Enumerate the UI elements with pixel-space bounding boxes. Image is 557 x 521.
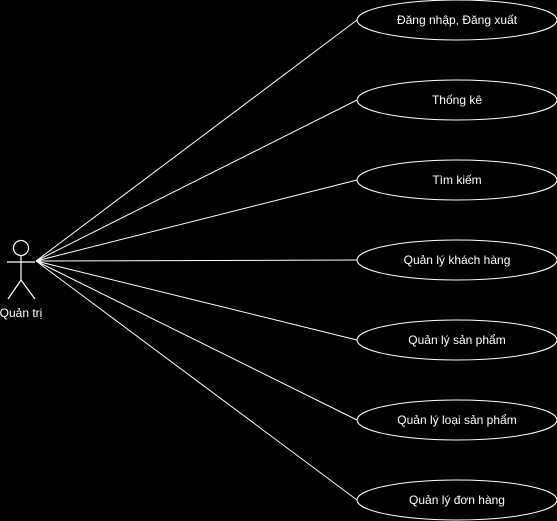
association-line [35, 259, 358, 262]
actor-right-leg [20, 279, 36, 300]
use-case[interactable]: Thống kê [356, 79, 557, 121]
actor-admin[interactable]: Quản trị [0, 239, 42, 321]
association-line [35, 99, 358, 262]
use-case-label: Thống kê [432, 93, 482, 107]
use-case[interactable]: Quản lý loại sản phẩm [356, 399, 557, 441]
use-case-ellipse [356, 0, 557, 41]
use-case-ellipse [356, 159, 557, 201]
use-case-ellipse [356, 79, 557, 121]
use-case-label: Quản lý khách hàng [404, 253, 511, 267]
use-case[interactable]: Quản lý đơn hàng [356, 479, 557, 521]
use-case-label: Quản lý sản phẩm [408, 333, 505, 347]
use-case-label: Đăng nhập, Đăng xuất [397, 13, 518, 27]
association-line [35, 19, 358, 262]
use-case-label: Quản lý đơn hàng [409, 493, 505, 507]
use-case-ellipse [356, 319, 557, 361]
actor-left-leg [7, 279, 22, 300]
association-line [35, 260, 358, 501]
association-line [35, 179, 358, 262]
use-case[interactable]: Đăng nhập, Đăng xuất [356, 0, 557, 41]
association-line [35, 260, 358, 341]
actor-label: Quản trị [0, 306, 42, 320]
association-line [35, 260, 358, 421]
use-case-label: Tìm kiếm [432, 173, 481, 187]
use-case-ellipse [356, 239, 557, 281]
use-case[interactable]: Tìm kiếm [356, 159, 557, 201]
use-case-label: Quản lý loại sản phẩm [397, 413, 516, 427]
use-case[interactable]: Quản lý sản phẩm [356, 319, 557, 361]
use-case-ellipse [356, 479, 557, 521]
use-case-ellipse [356, 399, 557, 441]
use-case[interactable]: Quản lý khách hàng [356, 239, 557, 281]
association-lines [35, 19, 358, 501]
